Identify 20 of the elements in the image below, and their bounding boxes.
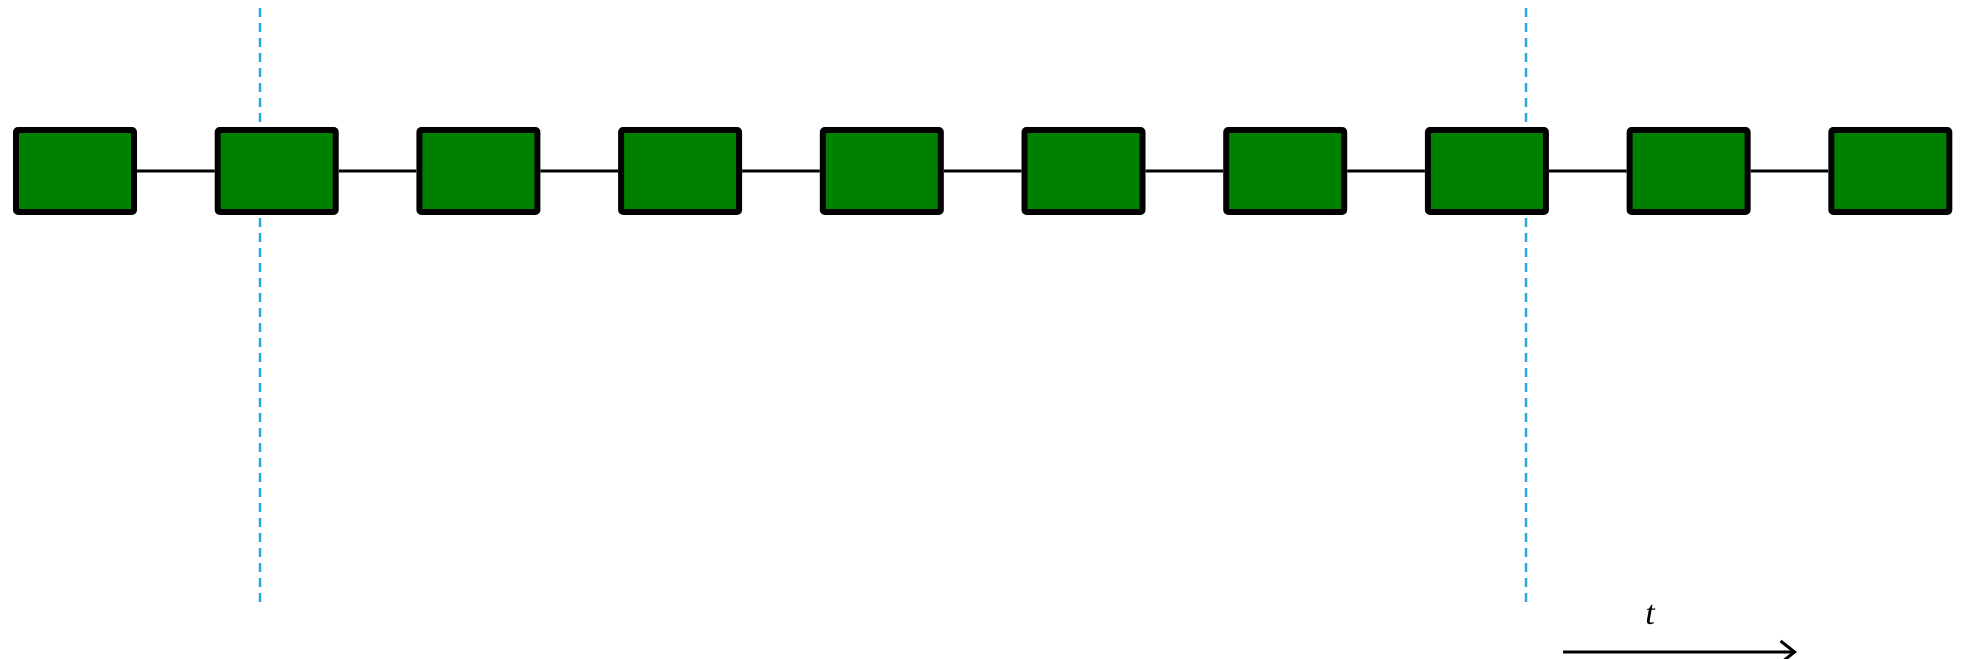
square-box [1424,127,1549,215]
square-box [819,127,944,215]
square-box [13,127,137,215]
connector-line [338,169,417,173]
square-box [1626,127,1751,215]
square-box [618,127,743,215]
connector-line [943,169,1022,173]
connector-line [540,169,619,173]
connector-line [1347,169,1425,173]
axis-label: t [1646,604,1656,625]
square-box [1021,127,1146,215]
square-box [214,127,339,215]
connector-line [1145,169,1224,173]
connector-line [1750,169,1829,173]
connector-line [1548,169,1627,173]
connector-line [137,169,215,173]
square-box [1223,127,1348,215]
square-box [416,127,541,215]
connector-line [742,169,820,173]
square-box [1828,127,1953,215]
